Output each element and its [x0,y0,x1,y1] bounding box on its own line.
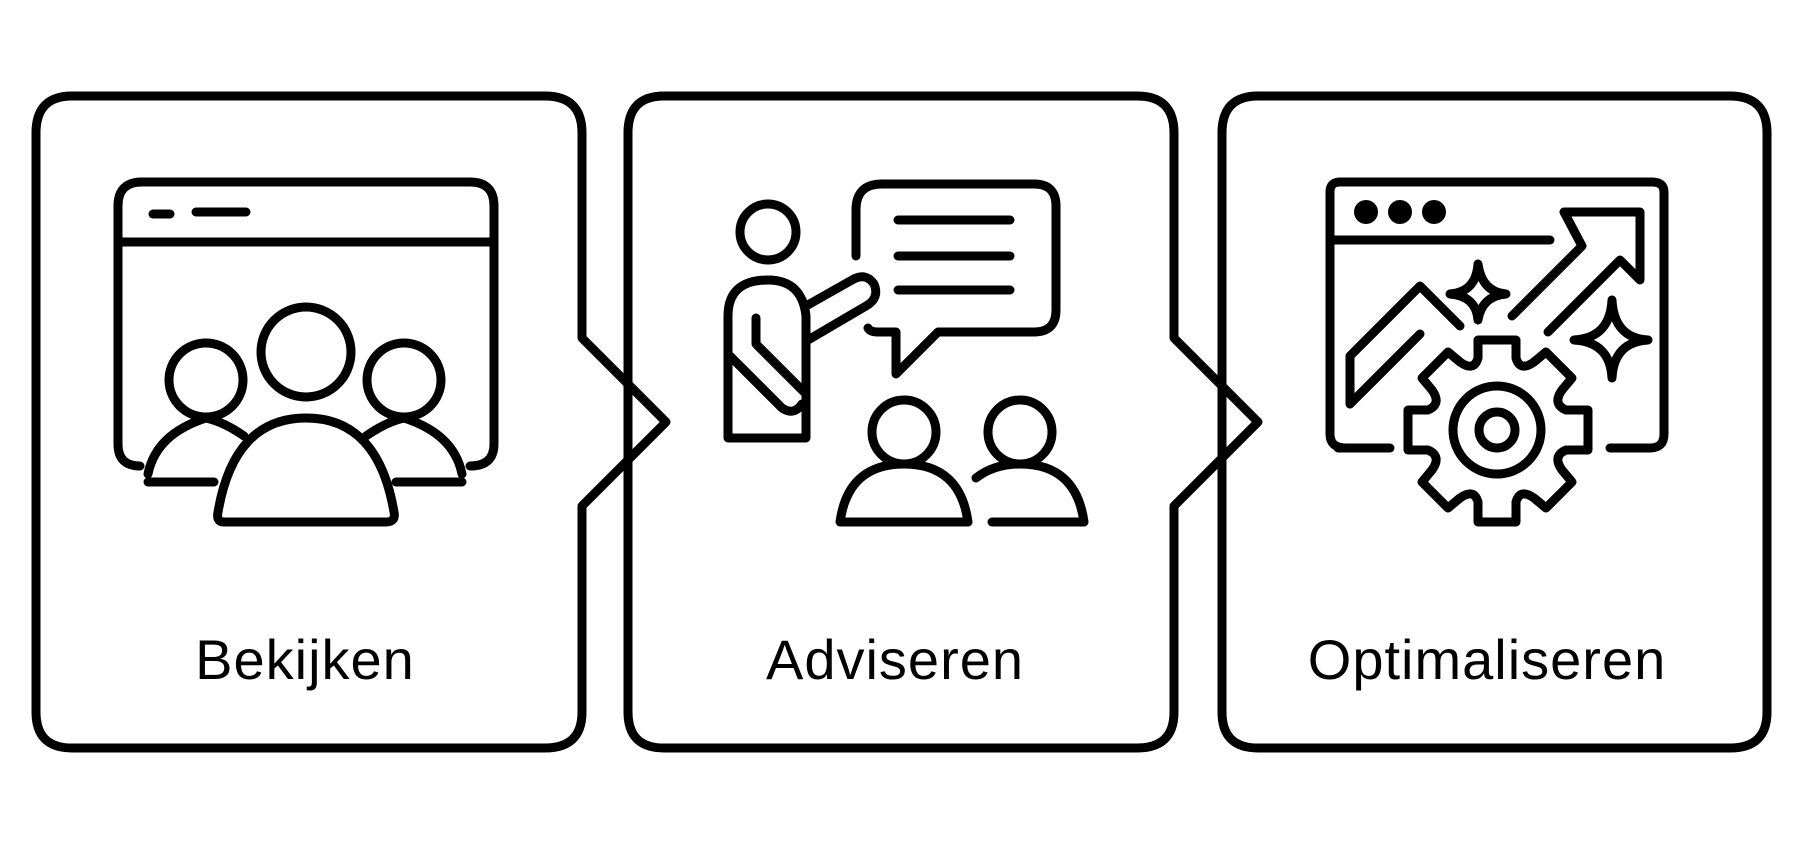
people-on-screen-icon [113,177,499,527]
step-label-bekijken: Bekijken [195,628,415,691]
step-label-adviseren: Adviseren [765,628,1025,691]
step-box-3 [1217,91,1772,753]
step-box-2 [623,91,1263,753]
step-label-optimaliseren: Optimaliseren [1307,628,1667,691]
step-box-1 [31,91,671,753]
gear-growth-dashboard-icon [1325,177,1669,527]
presenter-advising-audience-icon [723,179,1089,527]
